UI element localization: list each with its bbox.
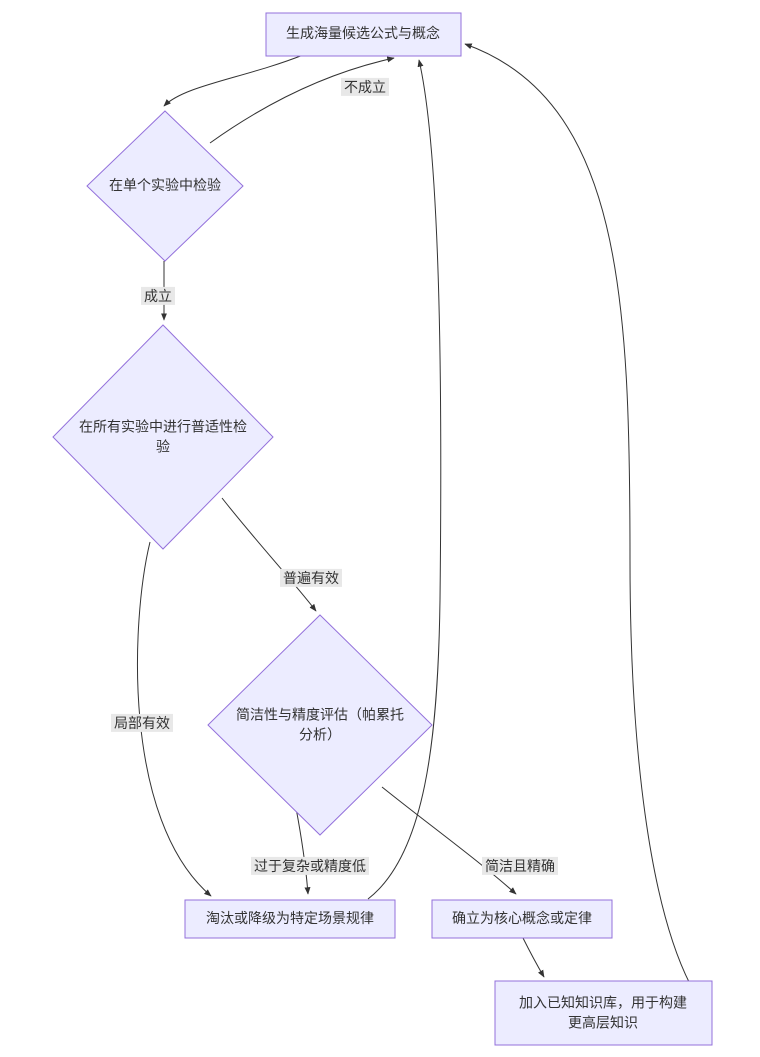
edge-label-not-valid: 不成立 <box>341 77 389 97</box>
node-universal-test-label: 在所有实验中进行普适性检 验 <box>79 417 247 456</box>
node-universal-test-diamond <box>52 324 274 550</box>
node-single-test-label: 在单个实验中检验 <box>109 177 221 194</box>
edge-downgrade-to-generate <box>367 59 442 900</box>
node-generate-box <box>265 12 462 57</box>
edge-core-to-knowledge-base <box>522 937 545 978</box>
node-knowledge-base-box <box>494 980 713 1046</box>
edge-generate-to-single-test <box>163 54 304 107</box>
node-universal-test-label-line2: 验 <box>156 438 170 454</box>
node-generate-label: 生成海量候选公式与概念 <box>286 25 440 42</box>
edge-label-valid: 成立 <box>141 286 175 306</box>
node-knowledge-base-label-line2: 更高层知识 <box>568 1014 638 1030</box>
edge-label-universally-valid: 普遍有效 <box>280 568 342 588</box>
edge-label-locally-valid: 局部有效 <box>111 713 173 733</box>
node-pareto-label-line1: 简洁性与精度评估（帕累托 <box>236 706 404 723</box>
edge-universal-test-to-pareto-universally-valid <box>221 497 317 612</box>
nodes-layer <box>52 12 713 1046</box>
node-core-label: 确立为核心概念或定律 <box>452 910 592 927</box>
edge-knowledge-base-to-generate <box>464 43 691 985</box>
node-pareto-label-line2: 分析） <box>299 726 341 742</box>
node-downgrade-label: 淘汰或降级为特定场景规律 <box>206 910 374 927</box>
node-core-box <box>431 899 613 939</box>
node-pareto-label: 简洁性与精度评估（帕累托 分析） <box>236 705 404 744</box>
edge-label-simple-precise: 简洁且精确 <box>482 856 558 876</box>
node-downgrade-box <box>184 899 396 939</box>
edge-pareto-to-downgrade-too-complex <box>295 807 311 895</box>
edge-pareto-to-core-simple-precise <box>381 786 517 895</box>
node-pareto-diamond <box>207 614 433 836</box>
node-knowledge-base-label-line1: 加入已知知识库，用于构建 <box>519 994 687 1011</box>
node-knowledge-base-label: 加入已知知识库，用于构建 更高层知识 <box>519 993 687 1032</box>
edge-single-test-to-generate-not-valid <box>209 56 395 144</box>
edge-label-too-complex: 过于复杂或精度低 <box>251 856 369 876</box>
node-single-test-diamond <box>86 110 244 262</box>
node-universal-test-label-line1: 在所有实验中进行普适性检 <box>79 418 247 435</box>
